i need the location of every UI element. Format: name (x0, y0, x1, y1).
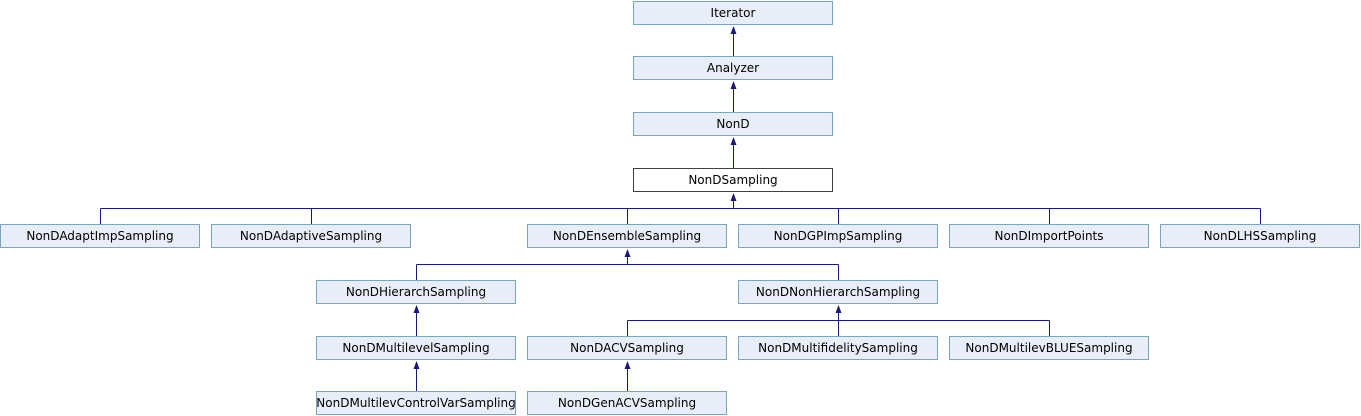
class-node-analyzer[interactable]: Analyzer (633, 56, 833, 80)
class-node-adaptimp[interactable]: NonDAdaptImpSampling (0, 224, 200, 248)
class-node-multifidelity[interactable]: NonDMultifidelitySampling (738, 336, 938, 360)
class-node-importpoints[interactable]: NonDImportPoints (949, 224, 1149, 248)
inheritance-arrow-acv (624, 361, 631, 369)
class-node-acv[interactable]: NonDACVSampling (527, 336, 727, 360)
inheritance-arrow-hierarch (413, 305, 420, 313)
class-node-gpimp[interactable]: NonDGPImpSampling (738, 224, 938, 248)
class-node-mlcv[interactable]: NonDMultilevControlVarSampling (316, 391, 516, 415)
class-node-iterator[interactable]: Iterator (633, 1, 833, 25)
inheritance-arrow-multilevel (413, 361, 420, 369)
inheritance-arrow-iterator (730, 26, 737, 34)
class-node-nonhierarch[interactable]: NonDNonHierarchSampling (738, 280, 938, 304)
class-node-nondsampling: NonDSampling (633, 168, 833, 192)
inheritance-arrow-nondsampling (730, 193, 737, 201)
class-node-mlblue[interactable]: NonDMultilevBLUESampling (949, 336, 1149, 360)
class-node-multilevel[interactable]: NonDMultilevelSampling (316, 336, 516, 360)
class-node-nond[interactable]: NonD (633, 112, 833, 136)
class-node-adaptive[interactable]: NonDAdaptiveSampling (211, 224, 411, 248)
inheritance-arrow-analyzer (730, 81, 737, 89)
inheritance-arrow-nond (730, 137, 737, 145)
class-node-genacv[interactable]: NonDGenACVSampling (527, 391, 727, 415)
class-node-hierarch[interactable]: NonDHierarchSampling (316, 280, 516, 304)
inheritance-arrow-nonhierarch (835, 305, 842, 313)
inheritance-arrow-ensemble (624, 249, 631, 257)
class-node-ensemble[interactable]: NonDEnsembleSampling (527, 224, 727, 248)
class-node-lhs[interactable]: NonDLHSSampling (1160, 224, 1360, 248)
